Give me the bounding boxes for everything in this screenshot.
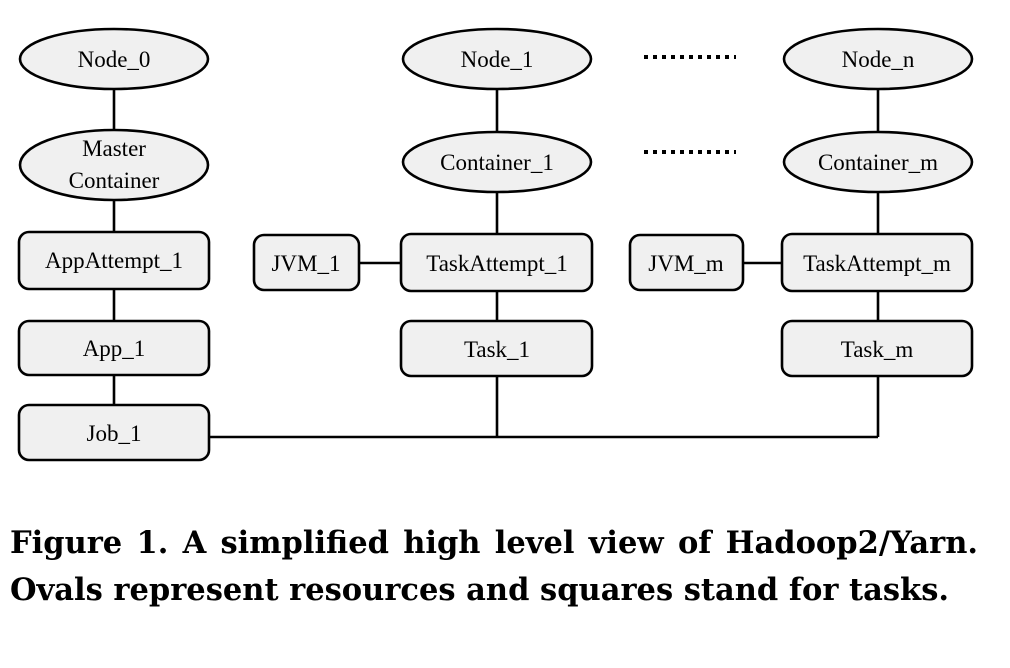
task-attempt-m-label: TaskAttempt_m (803, 251, 951, 276)
jvm-1-label: JVM_1 (271, 251, 340, 276)
task-m-box: Task_m (780, 319, 974, 378)
master-container-label-line1: Master (82, 136, 146, 161)
figure-caption: Figure 1. A simplified high level view o… (10, 525, 978, 608)
node-0-oval: Node_0 (18, 27, 210, 91)
task-attempt-1-label: TaskAttempt_1 (426, 251, 567, 276)
master-container-oval: Master Container (18, 128, 210, 202)
node-n-oval: Node_n (782, 27, 974, 91)
jvm-m-label: JVM_m (648, 251, 724, 276)
app-1-label: App_1 (83, 336, 146, 361)
job-1-label: Job_1 (87, 421, 142, 446)
container-m-oval: Container_m (782, 130, 974, 194)
app-attempt-1-label: AppAttempt_1 (45, 248, 183, 273)
job-1-box: Job_1 (17, 403, 211, 462)
task-attempt-1-box: TaskAttempt_1 (399, 232, 594, 293)
node-1-oval: Node_1 (401, 27, 593, 91)
container-1-oval: Container_1 (401, 130, 593, 194)
jvm-m-box: JVM_m (628, 233, 745, 292)
app-1-box: App_1 (17, 319, 211, 377)
task-1-box: Task_1 (399, 319, 594, 378)
node-1-label: Node_1 (461, 47, 534, 72)
connectors (112, 89, 880, 439)
node-n-label: Node_n (842, 47, 915, 72)
master-container-label-line2: Container (69, 168, 160, 193)
task-attempt-m-box: TaskAttempt_m (780, 232, 974, 293)
task-1-label: Task_1 (464, 337, 530, 362)
app-attempt-1-box: AppAttempt_1 (17, 230, 211, 291)
node-0-label: Node_0 (78, 47, 151, 72)
container-m-label: Container_m (818, 150, 938, 175)
container-1-label: Container_1 (440, 150, 554, 175)
task-m-label: Task_m (841, 337, 914, 362)
hadoop-yarn-diagram: Node_0 Master Container Node_1 Container… (17, 27, 974, 462)
jvm-1-box: JVM_1 (252, 233, 361, 292)
